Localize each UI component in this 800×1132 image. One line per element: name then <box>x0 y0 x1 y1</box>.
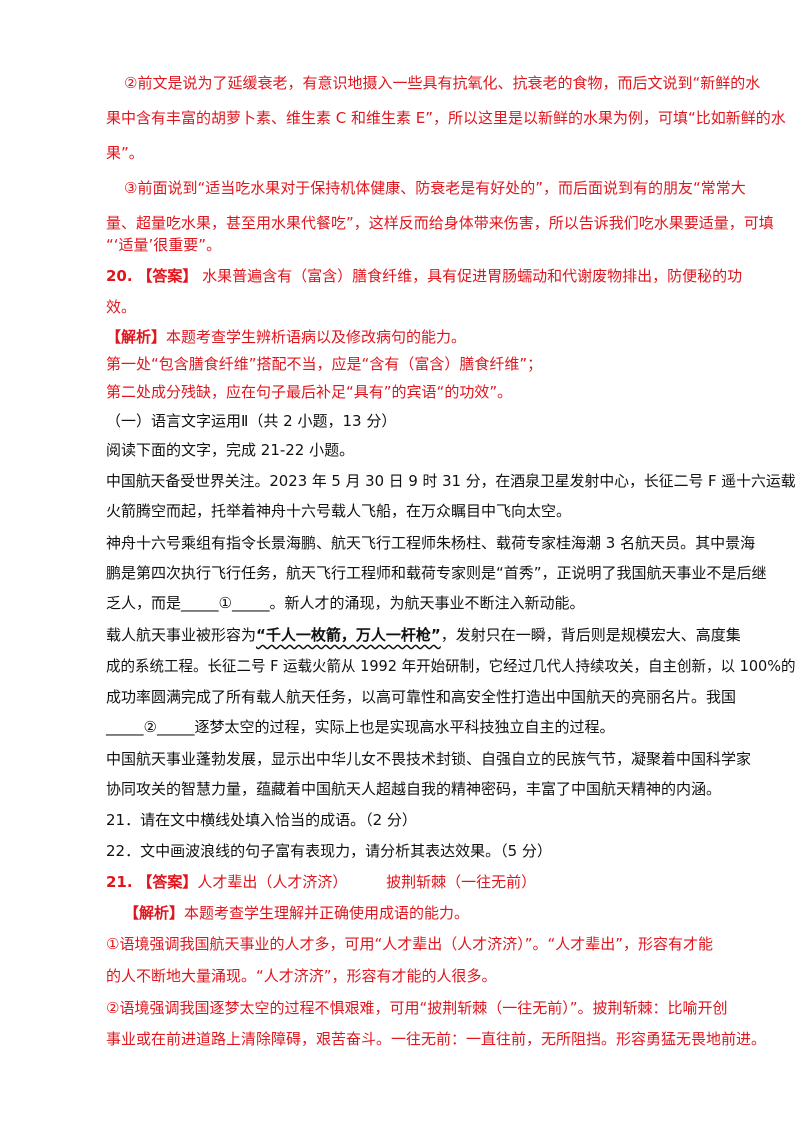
passage-p4-line2: 协同攻关的智慧力量，蕴藏着中国航天人超越自我的精神密码，丰富了中国航天精神的内涵… <box>106 780 722 798</box>
question-21: 21．请在文中横线处填入恰当的成语。（2 分） <box>106 811 417 829</box>
passage-p2-line3: 乏人，而是_____①_____。新人才的涌现，为航天事业不断注入新动能。 <box>106 593 584 613</box>
blank-1: _____①_____ <box>181 594 270 612</box>
passage-p2-line3-pre: 乏人，而是 <box>106 594 182 612</box>
question-22: 22．文中画波浪线的句子富有表现力，请分析其表达效果。（5 分） <box>106 842 552 860</box>
passage-p3-line1-pre: 载人航天事业被形容为 <box>106 626 257 644</box>
q21-answer-tag: 【答案】 <box>137 873 198 891</box>
q20-answer-line1: 20. 【答案】 水果普遍含有（富含）膳食纤维，具有促进胃肠蠕动和代谢废物排出，… <box>106 266 742 286</box>
q21-analysis-tag: 【解析】 <box>124 904 185 922</box>
q20-answer-text: 水果普遍含有（富含）膳食纤维，具有促进胃肠蠕动和代谢废物排出，防便秘的功 <box>202 267 743 285</box>
q21-item2-line1: ②语境强调我国逐梦太空的过程不惧艰难，可用“披荆斩棘（一往无前）”。披荆斩棘：比… <box>106 999 728 1017</box>
q20-number: 20. <box>106 267 133 285</box>
section-heading: （一）语言文字运用Ⅱ（共 2 小题，13 分） <box>106 412 397 430</box>
q21-analysis: 【解析】本题考查学生理解并正确使用成语的能力。 <box>124 903 469 923</box>
passage-p3-line1: 载人航天事业被形容为“千人一枚箭，万人一杆枪”，发射只在一瞬，背后则是规模宏大、… <box>106 625 741 645</box>
section-instruction: 阅读下面的文字，完成 21-22 小题。 <box>106 441 355 459</box>
q21-answer: 21. 【答案】人才辈出（人才济济） 披荆斩棘（一往无前） <box>106 872 536 892</box>
q19-item2-line3: 果”。 <box>106 144 144 162</box>
q19-item3-line1: ③前面说到“适当吃水果对于保持机体健康、防衰老是有好处的”，而后面说到有的朋友“… <box>124 179 746 197</box>
q21-number: 21. <box>106 873 133 891</box>
passage-p3-line4: _____②_____逐梦太空的过程，实际上也是实现高水平科技独立自主的过程。 <box>106 717 614 737</box>
passage-p3-line2: 成的系统工程。长征二号 F 运载火箭从 1992 年开始研制，它经过几代人持续攻… <box>106 657 796 675</box>
q19-item3-line2: 量、超量吃水果，甚至用水果代餐吃”，这样反而给身体带来伤害，所以告诉我们吃水果要… <box>106 214 774 232</box>
q20-analysis: 【解析】本题考查学生辨析语病以及修改病句的能力。 <box>106 327 466 347</box>
wavy-underlined-sentence: “千人一枚箭，万人一杆枪” <box>256 626 441 644</box>
passage-p1-line1: 中国航天备受世界关注。2023 年 5 月 30 日 9 时 31 分，在酒泉卫… <box>106 472 796 490</box>
q21-answer-1: 人才辈出（人才济济） <box>197 873 348 891</box>
q19-item2-line2: 果中含有丰富的胡萝卜素、维生素 C 和维生素 E”，所以这里是以新鲜的水果为例，… <box>106 109 786 127</box>
blank-2: _____②_____ <box>106 718 195 736</box>
passage-p2-line3-post: 。新人才的涌现，为航天事业不断注入新动能。 <box>269 594 585 612</box>
q19-item3-line3: “‘适量’很重要”。 <box>106 236 222 254</box>
q20-answer-tag: 【答案】 <box>137 267 198 285</box>
q21-analysis-text: 本题考查学生理解并正确使用成语的能力。 <box>184 904 470 922</box>
q21-answer-2: 披荆斩棘（一往无前） <box>386 873 537 891</box>
passage-p2-line1: 神舟十六号乘组有指令长景海鹏、航天飞行工程师朱杨柱、载荷专家桂海潮 3 名航天员… <box>106 534 756 552</box>
q20-point1: 第一处“包含膳食纤维”搭配不当，应是“含有（富含）膳食纤维”； <box>106 355 543 373</box>
q20-point2: 第二处成分残缺，应在句子最后补足“具有”的宾语“的功效”。 <box>106 383 513 401</box>
passage-p3-line3: 成功率圆满完成了所有载人航天任务，以高可靠性和高安全性打造出中国航天的亮丽名片。… <box>106 688 737 706</box>
q20-analysis-tag: 【解析】 <box>106 328 167 346</box>
passage-p1-line2: 火箭腾空而起，托举着神舟十六号载人飞船，在万众瞩目中飞向太空。 <box>106 502 572 520</box>
q21-item2-line2: 事业或在前进道路上清除障碍，艰苦奋斗。一往无前：一直往前，无所阻挡。形容勇猛无畏… <box>106 1030 767 1048</box>
q21-item1-line1: ①语境强调我国航天事业的人才多，可用“人才辈出（人才济济）”。“人才辈出”，形容… <box>106 935 714 953</box>
passage-p3-line4-post: 逐梦太空的过程，实际上也是实现高水平科技独立自主的过程。 <box>194 718 615 736</box>
q20-analysis-text: 本题考查学生辨析语病以及修改病句的能力。 <box>166 328 467 346</box>
q19-item2-line1: ②前文是说为了延缓衰老，有意识地摄入一些具有抗氧化、抗衰老的食物，而后文说到“新… <box>124 74 761 92</box>
passage-p2-line2: 鹏是第四次执行飞行任务，航天飞行工程师和载荷专家则是“首秀”，正说明了我国航天事… <box>106 564 767 582</box>
passage-p4-line1: 中国航天事业蓬勃发展，显示出中华儿女不畏技术封锁、自强自立的民族气节，凝聚着中国… <box>106 750 752 768</box>
q20-answer-line2: 效。 <box>106 298 137 316</box>
q21-item1-line2: 的人不断地大量涌现。“人才济济”，形容有才能的人很多。 <box>106 967 497 985</box>
passage-p3-line1-post: ，发射只在一瞬，背后则是规模宏大、高度集 <box>440 626 741 644</box>
